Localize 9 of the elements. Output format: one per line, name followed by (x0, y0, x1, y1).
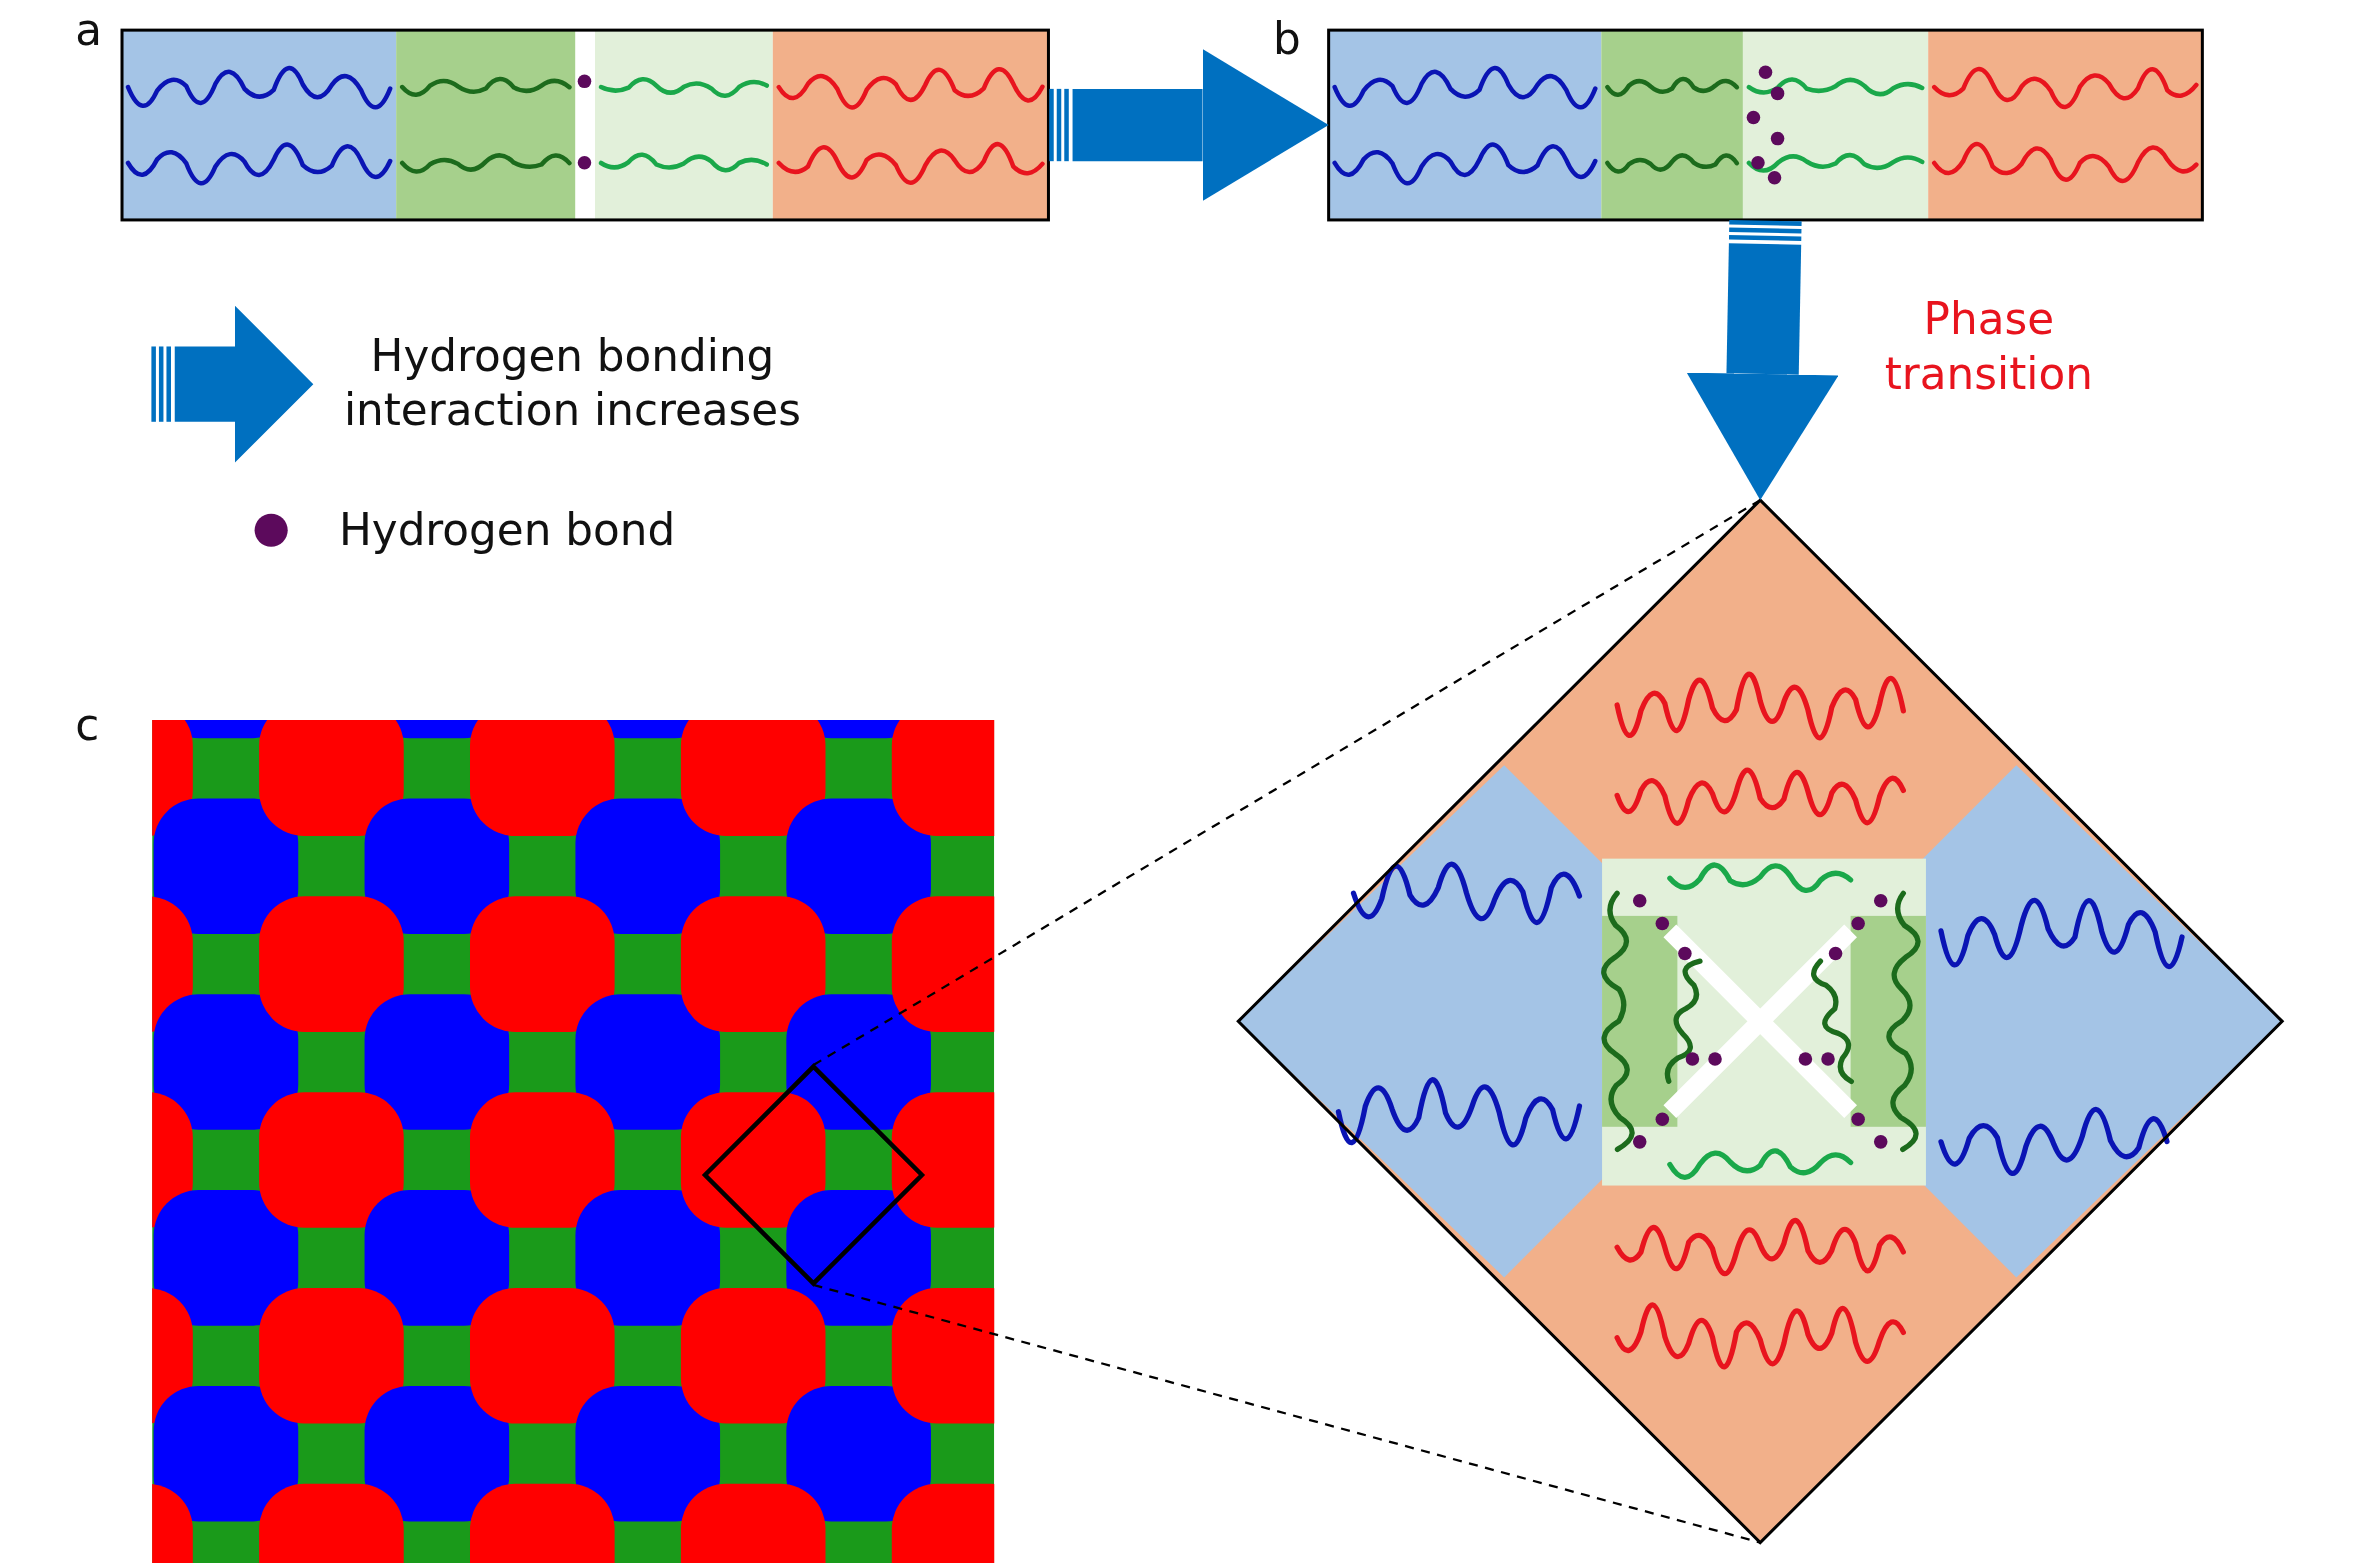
panel-letter: b (1272, 12, 1301, 67)
legend-text: Hydrogen bond (338, 503, 677, 558)
panel-letter: c (75, 697, 100, 752)
block-arrow (1049, 49, 1329, 201)
edge-label: Phase transition (1883, 292, 2094, 401)
legend-text: Hydrogen bonding interaction increases (342, 328, 802, 437)
leader-line (812, 499, 1761, 1066)
block-arrow (1686, 220, 1839, 501)
panel-letter: a (75, 3, 103, 58)
